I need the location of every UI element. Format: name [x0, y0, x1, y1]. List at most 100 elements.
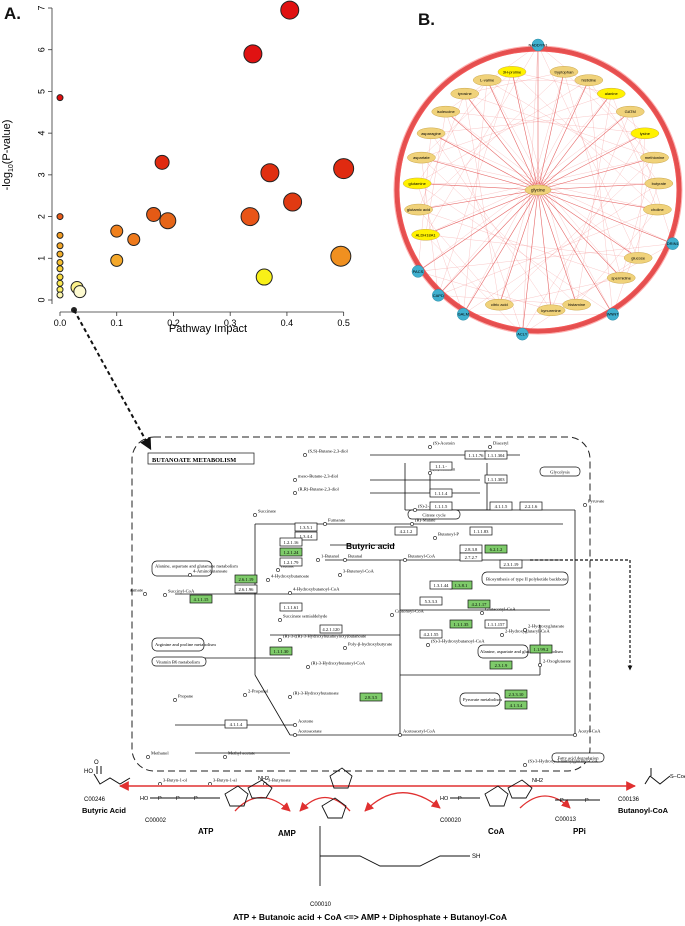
network-spoke: [430, 133, 539, 191]
data-point: [255, 268, 273, 286]
enzyme-box: [189, 594, 213, 604]
compound-label: Diacetyl: [493, 441, 509, 446]
network-spoke: [537, 189, 552, 311]
compound-id: C00020: [440, 818, 462, 824]
map-box: Pyruvate metabolism: [459, 692, 502, 707]
compound-name: ATP: [198, 827, 214, 836]
compound-label: 3-Butynoate: [268, 778, 291, 783]
map-box: Glycolysis: [539, 466, 581, 477]
compound-label: Methanol: [151, 751, 169, 756]
network-gene-node: [516, 327, 529, 341]
compound-node: [316, 558, 320, 562]
data-point: [56, 231, 64, 239]
enzyme-ec: 1.1.1.303: [487, 477, 505, 482]
compound-name: CoA: [488, 827, 505, 836]
svg-text:P: P: [458, 796, 462, 802]
compound-label: 3-Butyn-1-al: [213, 778, 237, 783]
enzyme-ec: 4.1.1.4: [230, 722, 243, 727]
kegg-frame: [131, 436, 591, 772]
network-node-label: PACS: [413, 269, 424, 274]
compound-node: [278, 618, 282, 622]
network-metabolite-node: [562, 298, 591, 311]
network-spoke: [537, 189, 658, 210]
enzyme-box: [484, 474, 508, 484]
network-node-label: WNNT: [607, 312, 620, 317]
compound-node: [403, 558, 407, 562]
compound-node: [243, 693, 247, 697]
network-node-label: tryptophan: [555, 69, 574, 74]
enzyme-ec: 1.1.1.35: [454, 622, 470, 627]
compound-label: (S)-3-Hydroxybutanoyl-CoA: [431, 639, 485, 644]
enzyme-ec: 2.3.3.10: [509, 692, 525, 697]
enzyme-ec: 2.6.1.19: [239, 577, 255, 582]
network-node-label: choline: [651, 207, 664, 212]
network-metabolite-node: [606, 272, 636, 284]
network-edge: [487, 80, 659, 184]
enzyme-ec: 1.1.1.304: [487, 453, 505, 458]
compound-label: Butanal: [348, 554, 363, 559]
svg-text:P: P: [560, 798, 564, 804]
compound-node: [583, 503, 587, 507]
reaction-equation: ATP + Butanoic acid + CoA <=> AMP + Diph…: [233, 912, 507, 922]
enzyme-box: [429, 580, 453, 590]
compound-node: [278, 638, 282, 642]
data-point: [73, 285, 87, 299]
compound-label: 4-Hydroxybutanoyl-CoA: [293, 587, 340, 592]
y-tick-label: 3: [36, 172, 46, 177]
enzyme-box: [279, 537, 303, 547]
data-point: [110, 253, 124, 267]
network-spoke: [537, 133, 646, 191]
map-label: Alanine, aspartate and glutamate metabol…: [155, 564, 238, 570]
network-node-label: tyrosine: [458, 91, 473, 96]
network-spoke: [462, 189, 539, 315]
network-spoke: [464, 93, 539, 191]
network-node-label: lysine: [640, 131, 651, 136]
network-edge: [438, 93, 612, 296]
network-edge: [438, 209, 658, 296]
connector-arrow: [71, 307, 152, 450]
network-edge: [445, 111, 523, 335]
map-label: Vitamin B6 metabolism: [156, 660, 200, 665]
network-spoke: [537, 189, 577, 305]
svg-text:HO: HO: [440, 796, 449, 802]
network-node-label: asparagine: [421, 131, 442, 136]
data-point: [283, 192, 303, 212]
svg-text:S–CoA: S–CoA: [670, 774, 685, 780]
network-spoke: [537, 189, 614, 315]
network-spoke: [537, 157, 655, 191]
map-label: Alanine, aspartate and glutamate metabol…: [480, 649, 563, 655]
x-tick-label: 0.4: [281, 318, 294, 328]
compound-id: C00013: [555, 817, 577, 823]
data-point: [56, 242, 64, 250]
enzyme-ec: 5.3.3.3: [425, 599, 438, 604]
enzyme-ec: 1.1.1.83: [474, 529, 490, 534]
network-node-label: DRIN1: [667, 241, 680, 246]
compound-node: [143, 592, 147, 596]
svg-text:HO: HO: [84, 769, 93, 775]
compound-node: [428, 445, 432, 449]
enzyme-box: [429, 461, 453, 471]
network-spoke: [438, 189, 539, 296]
compound-node: [253, 513, 257, 517]
compound-node: [426, 643, 430, 647]
network-metabolite-node: [497, 66, 527, 78]
compound-label: Methyl acetate: [228, 751, 255, 756]
network-metabolite-node: [402, 177, 432, 190]
network-spoke: [511, 71, 539, 191]
x-tick-label: 0.2: [167, 318, 180, 328]
compound-node: [293, 723, 297, 727]
compound-label: Fumarate: [328, 518, 345, 523]
x-tick-label: 0.0: [54, 318, 67, 328]
map-box: Biosynthesis of type II polyketide backb…: [481, 571, 569, 586]
network-edge: [511, 71, 658, 210]
compound-id: C00010: [310, 902, 332, 908]
y-tick-label: 5: [36, 89, 46, 94]
network-metabolite-node: [615, 105, 645, 118]
enzyme-ec: 2.3.1.9: [495, 663, 508, 668]
compound-name: Butyric Acid: [82, 806, 126, 815]
network-metabolite-node: [431, 105, 461, 118]
compound-label: 2-Oxoglutarate: [543, 659, 571, 664]
compound-label: Fatty acid degradation: [557, 756, 599, 761]
compound-label: 2-Hydroxyglutarate: [528, 624, 564, 629]
